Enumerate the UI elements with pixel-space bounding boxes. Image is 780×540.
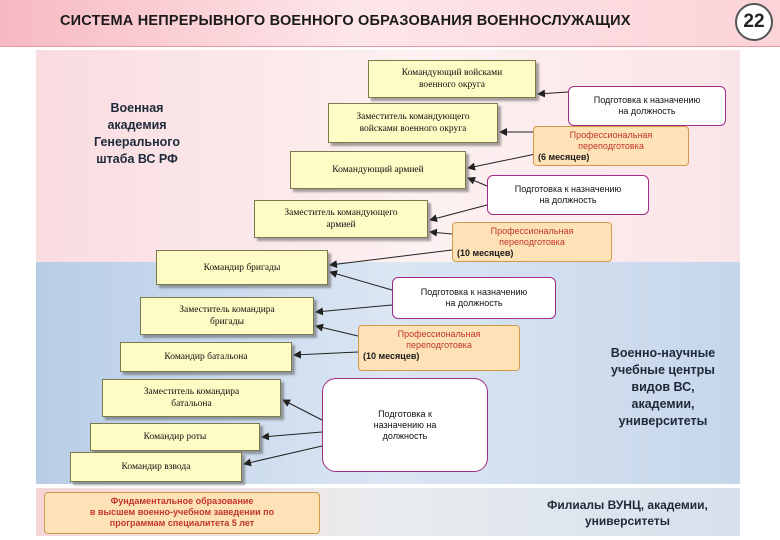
arrow-prep2-to-rank3 xyxy=(467,177,488,187)
retraining-box-10-months-upper: Профессиональная переподготовка (10 меся… xyxy=(452,222,612,262)
rank-army-commander: Командующий армией xyxy=(290,151,466,189)
rank-brigade-commander: Командир бригады xyxy=(156,250,328,285)
retraining-box-6-months: Профессиональная переподготовка (6 месяц… xyxy=(533,126,689,166)
general-staff-academy-label: Военная академия Генерального штаба ВС Р… xyxy=(94,101,180,166)
arrow-prep4-to-rank8 xyxy=(282,399,323,421)
research-centers-label: Военно-научные учебные центры видов ВС, … xyxy=(610,346,716,428)
arrow-prep1-to-rank1 xyxy=(537,89,569,98)
arrow-retrain2-to-rank4 xyxy=(429,228,453,237)
arrow-prep4-to-rank10 xyxy=(243,445,323,467)
rank-company-commander: Командир роты xyxy=(90,423,260,451)
arrow-prep3-to-rank5 xyxy=(329,270,393,291)
header-bar xyxy=(0,0,780,47)
arrow-retrain3-to-rank7 xyxy=(293,350,359,359)
retraining-box-10-months-lower: Профессиональная переподготовка (10 меся… xyxy=(358,325,520,371)
arrow-prep3-to-rank6 xyxy=(315,304,393,316)
arrow-prep4-to-rank9 xyxy=(261,431,323,441)
rank-battalion-commander: Командир батальона xyxy=(120,342,292,372)
page-number-badge: 22 xyxy=(735,3,773,41)
page-title: СИСТЕМА НЕПРЕРЫВНОГО ВОЕННОГО ОБРАЗОВАНИ… xyxy=(60,13,631,29)
branches-label: Филиалы ВУНЦ, академии, университеты xyxy=(547,498,708,528)
rank-platoon-commander: Командир взвода xyxy=(70,452,242,482)
arrow-retrain2-to-rank5 xyxy=(329,249,453,269)
arrow-prep2-to-rank4 xyxy=(429,204,488,223)
fundamental-education-box: Фундаментальное образование в высшем вое… xyxy=(44,492,320,534)
arrow-retrain3-to-rank6 xyxy=(315,323,359,337)
